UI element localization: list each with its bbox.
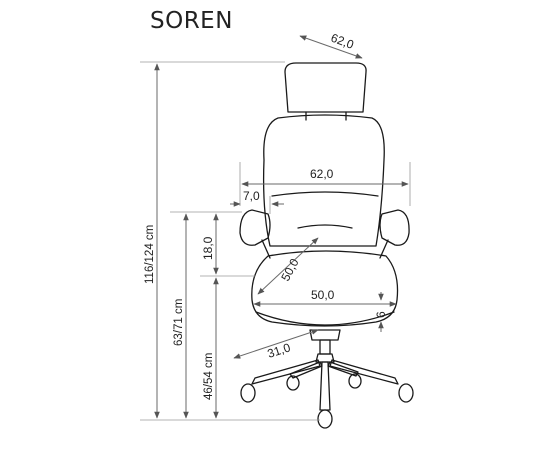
headrest-depth-label: 62,0 — [329, 31, 356, 52]
armrest-height-label: 18,0 — [201, 236, 215, 260]
right-armrest-shape — [379, 209, 410, 246]
seat-depth-line — [257, 237, 319, 295]
headrest-depth-line — [299, 35, 363, 59]
chair-outline — [239, 62, 414, 429]
seat-shape — [251, 250, 399, 327]
seat-thickness-label: 6 — [374, 311, 388, 318]
headrest-shape — [284, 62, 367, 113]
base-radius-line — [233, 329, 319, 359]
star-base — [240, 353, 414, 429]
armrest-offset-label: 7,0 — [243, 189, 260, 203]
base-radius-label: 31,0 — [266, 340, 293, 361]
backrest-shape — [262, 114, 385, 247]
left-armrest-shape — [239, 209, 271, 246]
dimension-labels: 62,0 62,0 7,0 18,0 50,0 50,0 6 31,0 116/… — [144, 31, 388, 400]
arm-floor-height-label: 63/71 cm — [173, 299, 185, 346]
backrest-width-label: 62,0 — [310, 167, 334, 181]
product-title: SOREN — [150, 8, 233, 34]
total-height-label: 116/124 cm — [144, 225, 156, 284]
dimension-lines — [140, 35, 411, 421]
seat-width-label: 50,0 — [311, 288, 335, 302]
seat-depth-label: 50,0 — [278, 256, 301, 283]
seat-height-label: 46/54 cm — [203, 353, 215, 400]
